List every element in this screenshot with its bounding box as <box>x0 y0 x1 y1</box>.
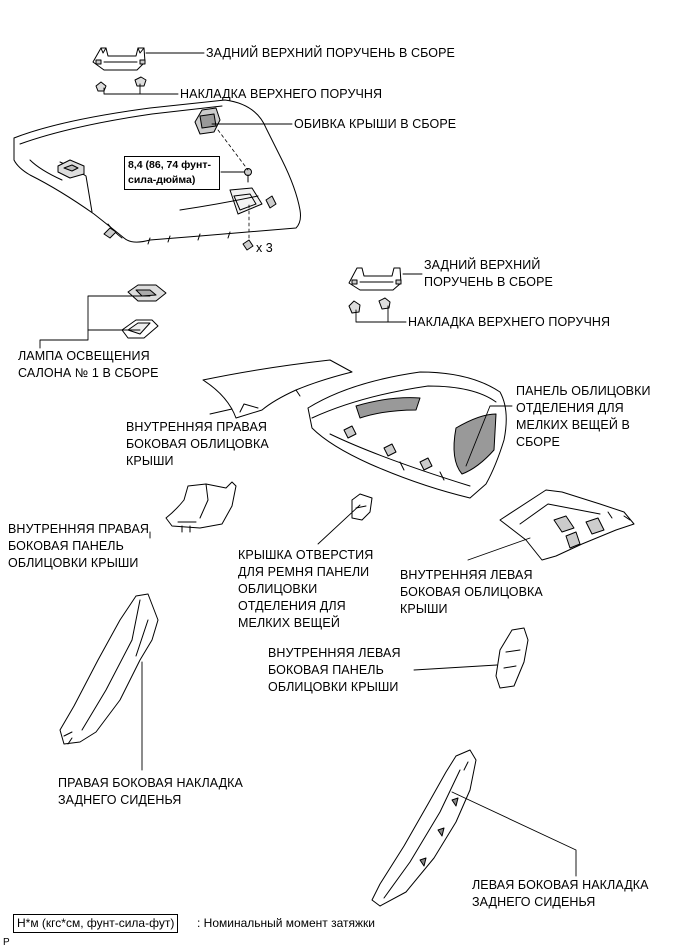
screw-drawing <box>245 169 252 183</box>
lh-rear-seat-side-garnish-drawing <box>372 750 476 906</box>
belt-hole-cover-drawing <box>352 494 372 520</box>
rear-upper-handle-right-drawing <box>349 268 401 290</box>
legend-description: : Номинальный момент затяжки <box>197 916 375 930</box>
label-rear-upper-handle-right: ЗАДНИЙ ВЕРХНИЙ ПОРУЧЕНЬ В СБОРЕ <box>424 258 553 289</box>
clip-drawing <box>243 240 253 250</box>
inner-lh-roof-side-garnish-drawing <box>500 490 634 560</box>
label-rear-upper-handle-top: ЗАДНИЙ ВЕРХНИЙ ПОРУЧЕНЬ В СБОРЕ <box>206 46 455 60</box>
legend-unit-box: Н*м (кгс*см, фунт-сила-фут) <box>13 914 179 933</box>
label-inner-lh-roof-side-garnish: ВНУТРЕННЯЯ ЛЕВАЯ БОКОВАЯ ОБЛИЦОВКА КРЫШИ <box>400 568 543 616</box>
label-package-tray-trim: ПАНЕЛЬ ОБЛИЦОВКИ ОТДЕЛЕНИЯ ДЛЯ МЕЛКИХ ВЕ… <box>516 384 651 449</box>
label-inner-rh-roof-side-garnish: ВНУТРЕННЯЯ ПРАВАЯ БОКОВАЯ ОБЛИЦОВКА КРЫШ… <box>126 420 269 468</box>
inner-rh-roof-side-panel-drawing <box>166 482 236 532</box>
upper-handle-cover-right-drawing <box>349 298 390 313</box>
label-lh-rear-seat-side-garnish: ЛЕВАЯ БОКОВАЯ НАКЛАДКА ЗАДНЕГО СИДЕНЬЯ <box>472 878 649 909</box>
label-rh-rear-seat-side-garnish: ПРАВАЯ БОКОВАЯ НАКЛАДКА ЗАДНЕГО СИДЕНЬЯ <box>58 776 243 807</box>
label-inner-lh-roof-side-panel: ВНУТРЕННЯЯ ЛЕВАЯ БОКОВАЯ ПАНЕЛЬ ОБЛИЦОВК… <box>268 646 401 694</box>
figure-id: P <box>3 937 10 948</box>
label-upper-handle-cover-right: НАКЛАДКА ВЕРХНЕГО ПОРУЧНЯ <box>408 315 611 329</box>
torque-spec-box: 8,4 (86, 74 фунт- сила-дюйма) <box>124 156 220 190</box>
clip-count: x 3 <box>256 241 273 255</box>
leader-lines <box>40 53 576 876</box>
label-belt-hole-cover: КРЫШКА ОТВЕРСТИЯ ДЛЯ РЕМНЯ ПАНЕЛИ ОБЛИЦО… <box>238 548 374 630</box>
package-tray-trim-drawing <box>308 372 506 498</box>
rear-upper-handle-top-drawing <box>93 48 145 70</box>
upper-handle-cover-top-drawing <box>96 77 146 91</box>
label-roof-headlining: ОБИВКА КРЫШИ В СБОРЕ <box>294 117 457 131</box>
label-inner-rh-roof-side-panel: ВНУТРЕННЯЯ ПРАВАЯ БОКОВАЯ ПАНЕЛЬ ОБЛИЦОВ… <box>8 522 150 570</box>
inner-lh-roof-side-panel-drawing <box>496 628 528 688</box>
label-room-lamp: ЛАМПА ОСВЕЩЕНИЯ САЛОНА № 1 В СБОРЕ <box>18 349 159 380</box>
label-upper-handle-cover-top: НАКЛАДКА ВЕРХНЕГО ПОРУЧНЯ <box>180 87 383 101</box>
inner-rh-roof-side-garnish-drawing <box>203 360 352 418</box>
rh-rear-seat-side-garnish-drawing <box>60 594 158 744</box>
room-lamp-drawing <box>122 285 166 338</box>
